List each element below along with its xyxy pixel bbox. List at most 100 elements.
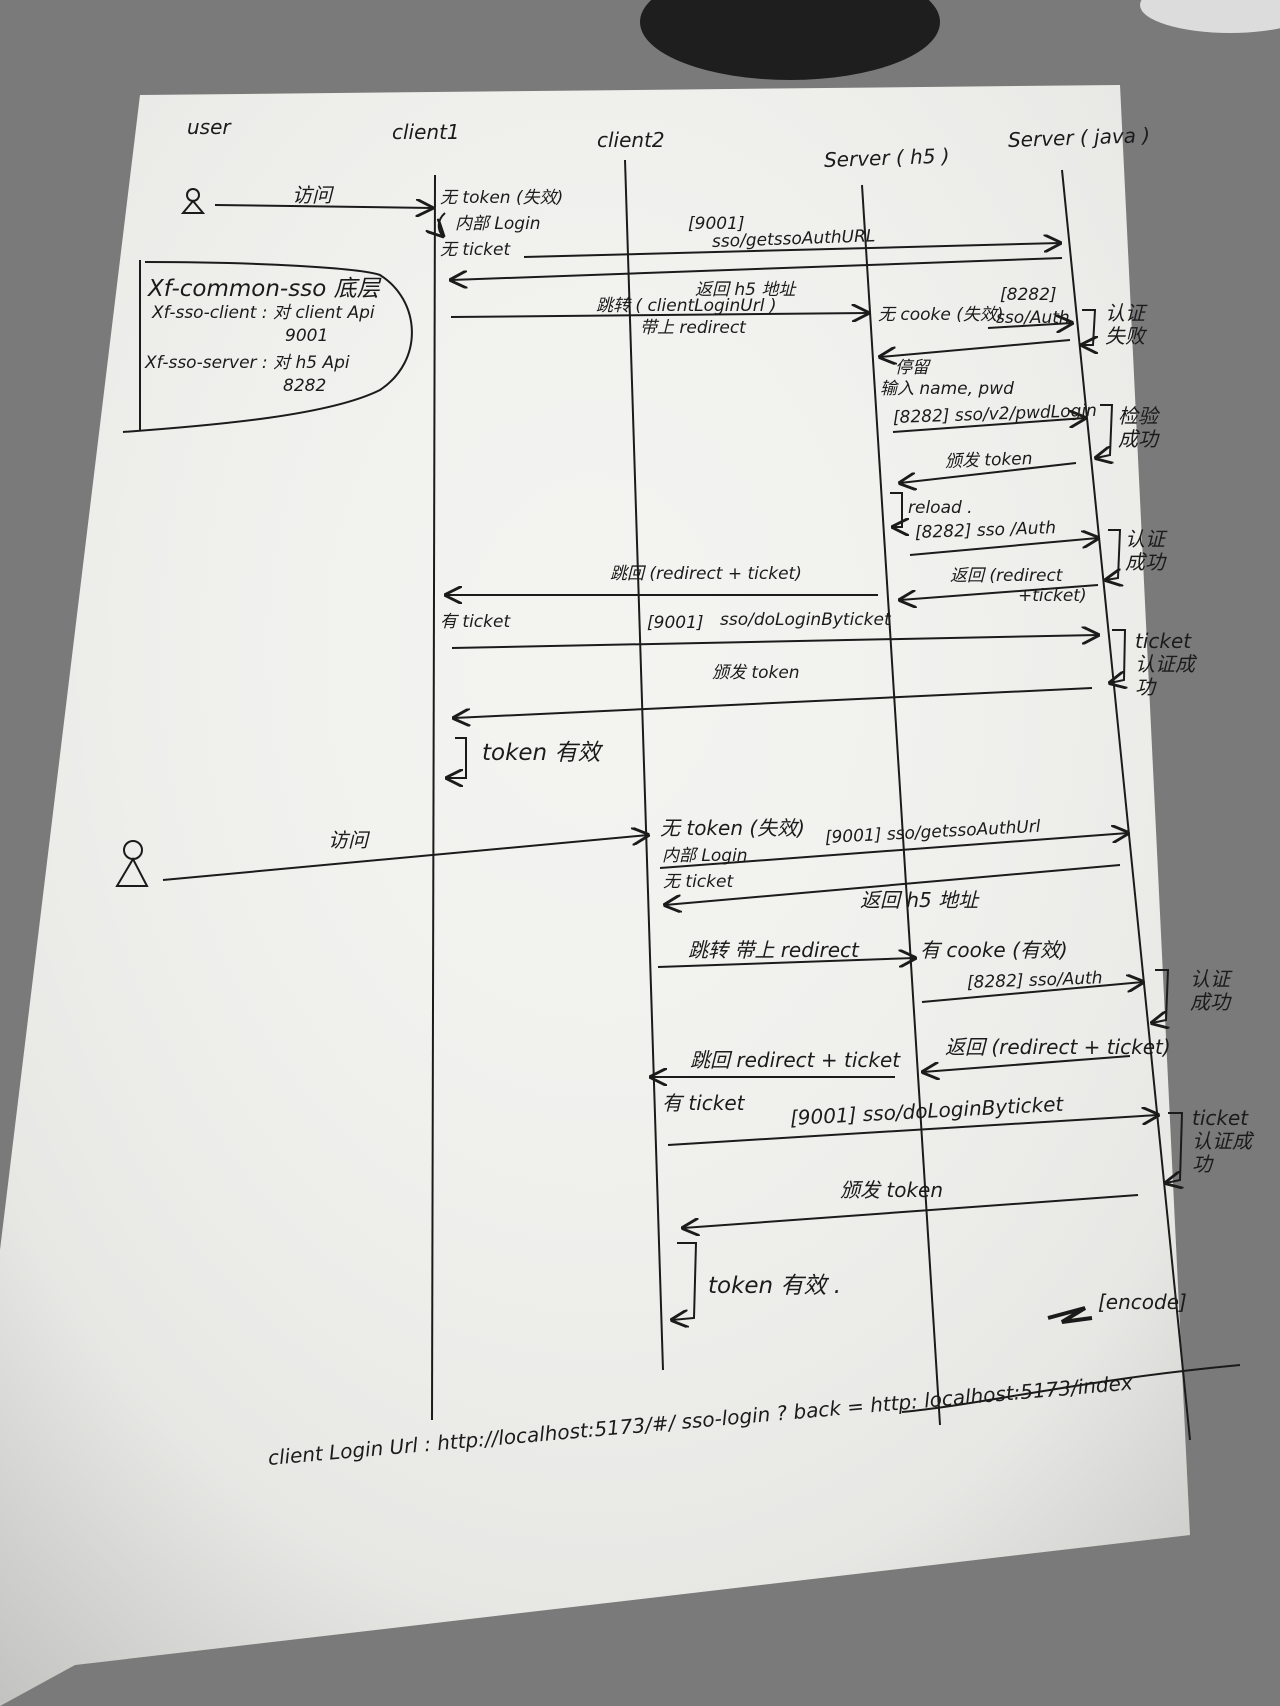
- flow1-arrows: [214, 205, 1125, 778]
- flow2-no-ticket: 无 ticket: [663, 872, 734, 892]
- legend-line-2: Xf-sso-client : 对 client Api: [152, 303, 375, 323]
- user-stick-figure-2: [115, 840, 149, 887]
- flow1-issue-token: 颁发 token: [944, 448, 1033, 472]
- flow2-token-valid: token 有效 .: [708, 1273, 842, 1299]
- flow1-auth-ok: 认证成功: [1125, 527, 1165, 574]
- bracket-ticket-ok-1: [1110, 629, 1125, 683]
- arrow-visit-2: [162, 835, 648, 881]
- arrow-stay: [880, 339, 1071, 357]
- arrow-issue-token-2: [454, 687, 1093, 718]
- flow2-inner-login: 内部 Login: [662, 846, 748, 866]
- flow1-auth-path: sso/Auth: [996, 308, 1070, 328]
- flow1-jump-back: 跳回 (redirect + ticket): [610, 564, 802, 584]
- arrow-dologin-1: [451, 635, 1098, 649]
- flow2-no-token: 无 token (失效): [660, 816, 805, 840]
- participant-user: user: [187, 115, 231, 139]
- arrow-redirect-1: [450, 313, 868, 317]
- flow1-issue-token2: 颁发 token: [712, 663, 800, 683]
- flow1-dologin-path: sso/doLoginByticket: [720, 610, 891, 630]
- participant-client2: client2: [597, 128, 665, 152]
- legend-line-3: 9001: [285, 326, 329, 346]
- lifeline-client2: [624, 159, 664, 1371]
- flow2-has-ticket: 有 ticket: [662, 1091, 745, 1115]
- flow1-auth-port: [8282]: [1000, 285, 1057, 305]
- bracket-check-ok: [1096, 404, 1112, 458]
- arrow-auth-2: [909, 538, 1098, 556]
- scribble-mark: [1047, 1306, 1093, 1324]
- flow2-has-cookie: 有 cooke (有效): [920, 938, 1068, 962]
- arrow-issue-token-3: [683, 1194, 1139, 1228]
- lifeline-server-java: [1061, 169, 1191, 1441]
- flow2-issue-token: 颁发 token: [840, 1178, 943, 1202]
- arrow-visit-1: [214, 205, 432, 208]
- participant-server-h5: Server ( h5 ): [823, 143, 951, 172]
- flow1-reload: reload .: [908, 498, 973, 518]
- flow1-return-redirect-b: +ticket): [1018, 586, 1087, 606]
- flow1-token-valid: token 有效: [482, 740, 601, 766]
- arrow-auth-1: [987, 323, 1072, 328]
- arrow-auth-3: [921, 982, 1143, 1003]
- bracket-ticket-ok-2: [1166, 1112, 1182, 1183]
- flow1-check-ok: 检验成功: [1118, 404, 1158, 451]
- flow1-no-ticket: 无 ticket: [440, 240, 511, 260]
- self-arrow-reload: [890, 492, 902, 527]
- arrow-return-h5-addr-1: [451, 257, 1063, 280]
- arrow-get-auth-url-1: [523, 243, 1060, 258]
- bracket-token-valid-2: [672, 1242, 698, 1320]
- arrow-pwd-login: [892, 418, 1085, 433]
- paper-shadow: [0, 85, 1190, 1706]
- flow1-stay: 停留: [895, 358, 929, 378]
- lifeline-client1: [431, 174, 436, 1421]
- arrow-return-redirect-2: [923, 1055, 1131, 1072]
- footer-encode: [encode]: [1098, 1290, 1187, 1314]
- arrow-redirect-2: [657, 958, 915, 968]
- arrow-return-h5-addr-2: [665, 864, 1121, 905]
- flow2-ticket-auth-ok: ticket 认证成功: [1192, 1106, 1252, 1176]
- participant-server-java: Server ( java ): [1007, 123, 1151, 152]
- flow1-get-auth-url-port: [9001]: [688, 214, 745, 234]
- flow2-redirect: 跳转 带上 redirect: [688, 938, 859, 962]
- flow1-inner-login: 内部 Login: [455, 214, 541, 234]
- flow2-arrows: [162, 833, 1182, 1320]
- arrow-dologin-2: [667, 1115, 1158, 1146]
- bracket-auth-ok-1: [1106, 529, 1120, 580]
- arrow-issue-token-1: [900, 462, 1077, 483]
- bracket-auth-ok-2: [1152, 969, 1168, 1023]
- arrow-return-redirect-1: [900, 584, 1099, 600]
- flow2-jump-back: 跳回 redirect + ticket: [690, 1048, 901, 1072]
- white-cup: [1140, 0, 1280, 33]
- arrow-get-auth-url-2: [659, 833, 1128, 869]
- flow2-return-redirect: 返回 (redirect + ticket): [945, 1035, 1171, 1059]
- footer-underline: [901, 1364, 1241, 1413]
- flow1-auth2: [8282] sso /Auth: [914, 518, 1057, 543]
- flow1-return-redirect-a: 返回 (redirect: [950, 566, 1063, 586]
- user-stick-figure-1: [180, 188, 206, 214]
- flow1-input-name-pwd: 输入 name, pwd: [880, 379, 1014, 399]
- flow1-redirect-a: 跳转 ( clientLoginUrl ): [596, 296, 777, 316]
- flow1-return-h5-addr: 返回 h5 地址: [695, 280, 796, 300]
- flow1-redirect-b: 带上 redirect: [640, 318, 746, 338]
- flow1-no-token: 无 token (失效): [440, 188, 564, 208]
- flow2-visit: 访问: [328, 828, 368, 852]
- bracket-auth-fail: [1082, 309, 1095, 345]
- flow1-visit: 访问: [292, 183, 332, 207]
- legend-outline: [122, 260, 413, 433]
- flow1-has-ticket: 有 ticket: [440, 612, 511, 632]
- flow2-return-h5-addr: 返回 h5 地址: [860, 888, 979, 912]
- participant-client1: client1: [392, 120, 460, 144]
- flow2-auth-ok: 认证成功: [1190, 967, 1230, 1014]
- flow1-dologin-port: [9001]: [647, 613, 704, 633]
- legend-line-1: Xf-common-sso 底层: [148, 276, 380, 302]
- self-arrow-inner-login: [439, 212, 445, 236]
- lifeline-server-h5: [861, 184, 941, 1426]
- flow1-no-cookie: 无 cooke (失效): [878, 305, 1004, 325]
- legend-line-4: Xf-sso-server : 对 h5 Api: [145, 353, 350, 373]
- flow1-auth-fail: 认证失败: [1105, 301, 1145, 348]
- legend-line-5: 8282: [283, 376, 327, 396]
- dark-object: [640, 0, 940, 80]
- flow1-ticket-auth-ok: ticket 认证成功: [1135, 629, 1195, 699]
- bracket-token-valid-1: [447, 737, 467, 778]
- flow2-auth: [8282] sso/Auth: [966, 968, 1103, 993]
